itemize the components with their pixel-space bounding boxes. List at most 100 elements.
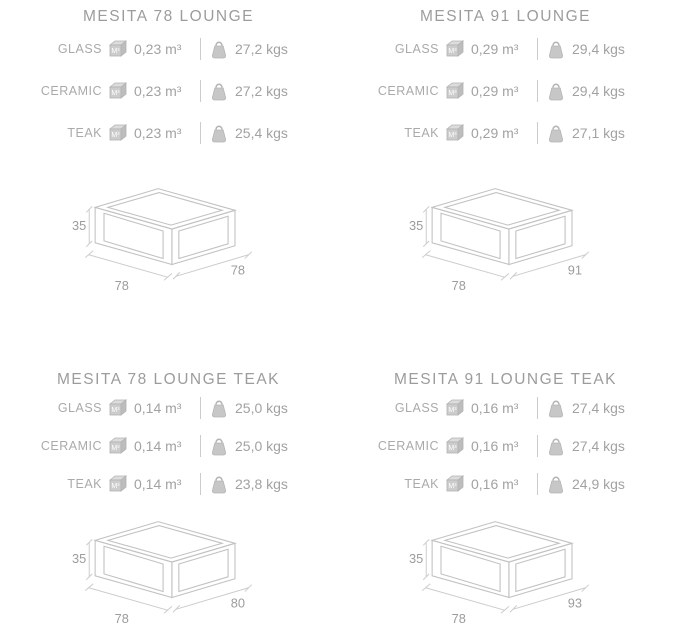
svg-text:M³: M³ <box>111 407 120 414</box>
svg-text:M³: M³ <box>111 48 120 55</box>
volume-m3-icon: M³ <box>107 397 129 419</box>
material-label: CERAMIC <box>377 439 439 453</box>
product-title: MESITA 78 LOUNGE TEAK <box>56 371 281 388</box>
spec-row-glass: GLASS M³ 0,16 m³ 27,4 kgs <box>375 395 636 421</box>
spec-row-glass: GLASS M³ 0,14 m³ 25,0 kgs <box>38 395 299 421</box>
product-title: MESITA 91 LOUNGE <box>419 8 591 25</box>
volume-value: 0,16 m³ <box>471 400 519 416</box>
card-mesita-78-lounge: MESITA 78 LOUNGE GLASS M³ 0,23 m³ 27,2 k… <box>0 0 337 363</box>
height-dimension: 35 <box>409 551 423 566</box>
svg-text:M³: M³ <box>111 445 120 452</box>
weight-value: 27,2 kgs <box>235 41 288 57</box>
volume-m3-icon: M³ <box>444 397 466 419</box>
spec-table: GLASS M³ 0,16 m³ 27,4 kgs CERAMIC M³ 0,1… <box>375 395 636 497</box>
material-label: CERAMIC <box>40 439 102 453</box>
svg-text:M³: M³ <box>448 132 457 139</box>
volume-m3-icon: M³ <box>444 435 466 457</box>
column-divider <box>537 397 538 419</box>
column-divider <box>200 122 201 144</box>
material-label: CERAMIC <box>40 84 102 98</box>
weight-icon <box>545 397 567 419</box>
depth-dimension: 78 <box>230 262 244 277</box>
depth-dimension: 80 <box>230 595 244 610</box>
column-divider <box>537 122 538 144</box>
table-drawing: 35 78 78 <box>70 166 268 301</box>
volume-m3-icon: M³ <box>444 122 466 144</box>
width-dimension: 78 <box>451 278 465 293</box>
volume-value: 0,29 m³ <box>471 125 519 141</box>
card-mesita-91-lounge-teak: MESITA 91 LOUNGE TEAK GLASS M³ 0,16 m³ 2… <box>337 363 674 628</box>
volume-value: 0,23 m³ <box>134 41 182 57</box>
volume-value: 0,14 m³ <box>134 476 182 492</box>
weight-icon <box>545 38 567 60</box>
spec-row-teak: TEAK M³ 0,29 m³ 27,1 kgs <box>375 120 636 146</box>
svg-text:M³: M³ <box>111 483 120 490</box>
material-label: GLASS <box>57 401 102 415</box>
spec-row-teak: TEAK M³ 0,16 m³ 24,9 kgs <box>375 471 636 497</box>
card-mesita-91-lounge: MESITA 91 LOUNGE GLASS M³ 0,29 m³ 29,4 k… <box>337 0 674 363</box>
spec-row-teak: TEAK M³ 0,23 m³ 25,4 kgs <box>38 120 299 146</box>
weight-value: 27,4 kgs <box>572 400 625 416</box>
spec-row-ceramic: CERAMIC M³ 0,23 m³ 27,2 kgs <box>38 78 299 104</box>
column-divider <box>200 80 201 102</box>
weight-icon <box>208 122 230 144</box>
column-divider <box>200 397 201 419</box>
weight-icon <box>208 435 230 457</box>
width-dimension: 78 <box>114 278 128 293</box>
material-label: CERAMIC <box>377 84 439 98</box>
product-title: MESITA 91 LOUNGE TEAK <box>393 371 618 388</box>
column-divider <box>200 473 201 495</box>
spec-row-glass: GLASS M³ 0,29 m³ 29,4 kgs <box>375 36 636 62</box>
material-label: TEAK <box>67 477 102 491</box>
spec-table: GLASS M³ 0,23 m³ 27,2 kgs CERAMIC M³ 0,2… <box>38 36 299 146</box>
product-title: MESITA 78 LOUNGE <box>82 8 254 25</box>
svg-text:M³: M³ <box>448 407 457 414</box>
spec-row-teak: TEAK M³ 0,14 m³ 23,8 kgs <box>38 471 299 497</box>
volume-m3-icon: M³ <box>444 38 466 60</box>
column-divider <box>200 435 201 457</box>
table-drawing: 35 78 93 <box>407 499 605 628</box>
volume-m3-icon: M³ <box>444 80 466 102</box>
svg-text:M³: M³ <box>448 483 457 490</box>
column-divider <box>537 38 538 60</box>
spec-table: GLASS M³ 0,29 m³ 29,4 kgs CERAMIC M³ 0,2… <box>375 36 636 146</box>
weight-icon <box>545 80 567 102</box>
depth-dimension: 93 <box>567 595 581 610</box>
material-label: GLASS <box>57 42 102 56</box>
width-dimension: 78 <box>451 611 465 626</box>
svg-text:M³: M³ <box>111 90 120 97</box>
volume-m3-icon: M³ <box>107 38 129 60</box>
volume-m3-icon: M³ <box>107 473 129 495</box>
volume-value: 0,14 m³ <box>134 400 182 416</box>
column-divider <box>537 80 538 102</box>
weight-value: 27,4 kgs <box>572 438 625 454</box>
table-drawing: 35 78 80 <box>70 499 268 628</box>
weight-icon <box>208 80 230 102</box>
material-label: TEAK <box>404 477 439 491</box>
spec-row-ceramic: CERAMIC M³ 0,16 m³ 27,4 kgs <box>375 433 636 459</box>
volume-value: 0,29 m³ <box>471 83 519 99</box>
weight-icon <box>545 122 567 144</box>
weight-icon <box>208 38 230 60</box>
column-divider <box>537 435 538 457</box>
weight-icon <box>208 397 230 419</box>
weight-value: 27,1 kgs <box>572 125 625 141</box>
volume-value: 0,29 m³ <box>471 41 519 57</box>
height-dimension: 35 <box>72 218 86 233</box>
weight-icon <box>545 473 567 495</box>
weight-value: 29,4 kgs <box>572 83 625 99</box>
material-label: GLASS <box>394 401 439 415</box>
spec-row-ceramic: CERAMIC M³ 0,14 m³ 25,0 kgs <box>38 433 299 459</box>
spec-table: GLASS M³ 0,14 m³ 25,0 kgs CERAMIC M³ 0,1… <box>38 395 299 497</box>
material-label: TEAK <box>67 126 102 140</box>
volume-m3-icon: M³ <box>107 122 129 144</box>
width-dimension: 78 <box>114 611 128 626</box>
card-mesita-78-lounge-teak: MESITA 78 LOUNGE TEAK GLASS M³ 0,14 m³ 2… <box>0 363 337 628</box>
material-label: TEAK <box>404 126 439 140</box>
spec-row-glass: GLASS M³ 0,23 m³ 27,2 kgs <box>38 36 299 62</box>
material-label: GLASS <box>394 42 439 56</box>
weight-value: 25,0 kgs <box>235 400 288 416</box>
spec-row-ceramic: CERAMIC M³ 0,29 m³ 29,4 kgs <box>375 78 636 104</box>
volume-value: 0,23 m³ <box>134 125 182 141</box>
